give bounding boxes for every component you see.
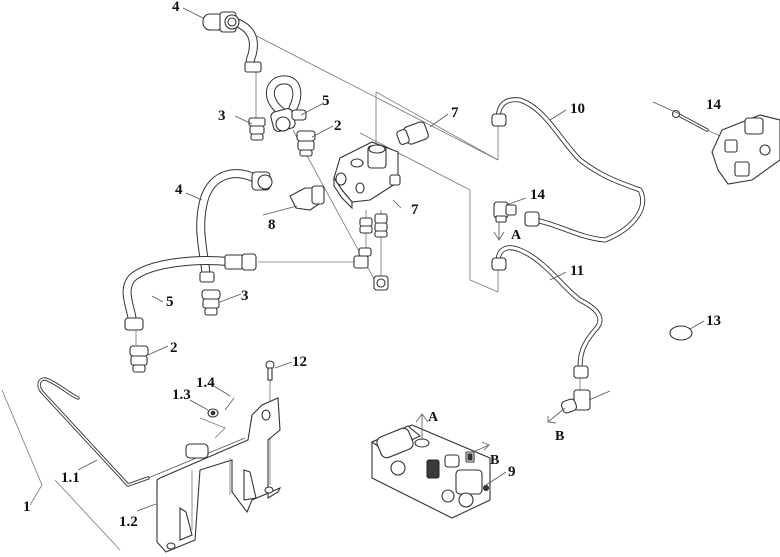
callout-7-middle: 8 xyxy=(268,217,276,233)
callout-1-1: 1.1 xyxy=(61,470,80,486)
callout-5-middle: 5 xyxy=(166,294,174,310)
fitting-2-middle xyxy=(129,345,149,373)
callout-4-middle: 4 xyxy=(175,182,183,198)
callout-4-top: 4 xyxy=(172,0,180,15)
tube-9 xyxy=(491,245,603,379)
valve-block-6 xyxy=(333,141,401,291)
callout-1: 1 xyxy=(23,499,31,515)
callout-3-middle: 3 xyxy=(241,288,249,304)
port-marker-b-lower: B xyxy=(555,429,564,444)
callout-14-upper: 14 xyxy=(530,187,546,203)
callout-7-top: 7 xyxy=(451,105,459,121)
callout-1-3: 1.3 xyxy=(172,387,191,403)
callout-12: 13 xyxy=(706,313,721,329)
washer-1-3 xyxy=(207,408,219,418)
callout-3-top: 3 xyxy=(218,108,226,124)
callout-2-top: 2 xyxy=(334,118,342,134)
bolt-11 xyxy=(265,360,275,381)
callout-1-2: 1.2 xyxy=(119,514,138,530)
elbow-14-upper xyxy=(493,201,517,223)
control-valve-10 xyxy=(370,424,491,519)
elbow-7-middle xyxy=(289,185,325,211)
hose-5-middle xyxy=(122,253,257,331)
port-marker-a-upper: A xyxy=(511,228,522,243)
hose-5-top xyxy=(265,75,307,132)
callout-5-top: 5 xyxy=(322,93,330,109)
callout-11: 12 xyxy=(292,354,307,370)
fitting-3-middle xyxy=(201,289,221,316)
callout-labels: 4 3 5 2 7 4 8 7 10 14 14 11 5 3 2 13 12 … xyxy=(23,0,722,530)
callout-1-4: 1.4 xyxy=(196,375,215,391)
tube-8 xyxy=(491,97,645,243)
pin-1-4 xyxy=(224,397,235,411)
callout-9: 11 xyxy=(570,263,584,279)
bracket-1-2 xyxy=(156,397,282,553)
callout-10: 9 xyxy=(508,464,516,480)
callout-13: 14 xyxy=(706,97,722,113)
port-marker-a-valve: A xyxy=(428,410,439,425)
port-arrows xyxy=(415,222,566,453)
hose-4-middle xyxy=(196,169,273,283)
elbow-14-lower xyxy=(560,389,591,414)
hose-4-top xyxy=(202,11,262,73)
fitting-3-top xyxy=(248,117,266,141)
plug-12 xyxy=(669,325,693,341)
fitting-7-top xyxy=(396,121,429,145)
valve-section xyxy=(711,114,780,185)
port-marker-b-valve: B xyxy=(490,453,499,468)
callout-leaders xyxy=(77,7,705,512)
fitting-2-top xyxy=(296,130,316,157)
callout-8: 10 xyxy=(570,101,585,117)
callout-6: 7 xyxy=(411,202,419,218)
callout-2-middle: 2 xyxy=(170,340,178,356)
